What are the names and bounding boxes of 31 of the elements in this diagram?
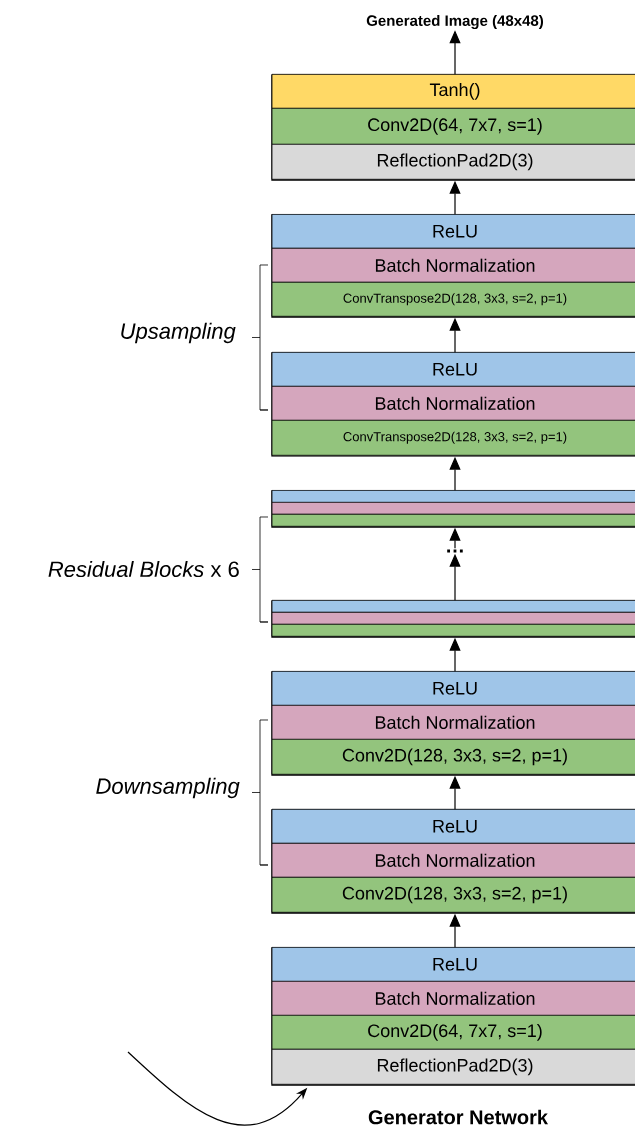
layer-box: Batch Normalization [271,247,635,283]
layer-bar [271,513,635,527]
layer-box: ReflectionPad2D(3) [271,1048,635,1085]
layer-box: Batch Normalization [271,704,635,740]
layer-box: Conv2D(128, 3x3, s=2, p=1) [271,738,635,775]
section-label: Residual Blocks x 6 [48,560,239,578]
layer-box: Conv2D(128, 3x3, s=2, p=1) [271,876,635,913]
layer-box: Conv2D(64, 7x7, s=1) [271,1014,635,1050]
layer-bar [271,611,635,625]
layer-box: ConvTranspose2D(128, 3x3, s=2, p=1) [271,281,635,317]
ellipsis: … [447,549,463,553]
layer-bar [271,489,635,503]
layer-box: Batch Normalization [271,842,635,878]
section-label: Downsampling [96,777,240,799]
layer-bar [271,501,635,515]
layer-bar [271,599,635,613]
layer-box: Tanh() [271,73,635,109]
layer-box: ReLU [271,808,635,844]
layer-box: Batch Normalization [271,980,635,1016]
layer-box: ReLU [271,213,635,249]
layer-bar [271,623,635,637]
layer-box: Conv2D(64, 7x7, s=1) [271,107,635,145]
layer-box: ReflectionPad2D(3) [271,143,635,180]
layer-box: ReLU [271,670,635,706]
output-label: Generated Image (48x48) [366,14,543,29]
layer-box: ConvTranspose2D(128, 3x3, s=2, p=1) [271,419,635,456]
layer-box: ReLU [271,351,635,387]
layer-box: ReLU [271,946,635,982]
section-label: Upsampling [121,322,236,344]
layer-box: Batch Normalization [271,385,635,421]
caption: Generator Network [368,1109,548,1125]
